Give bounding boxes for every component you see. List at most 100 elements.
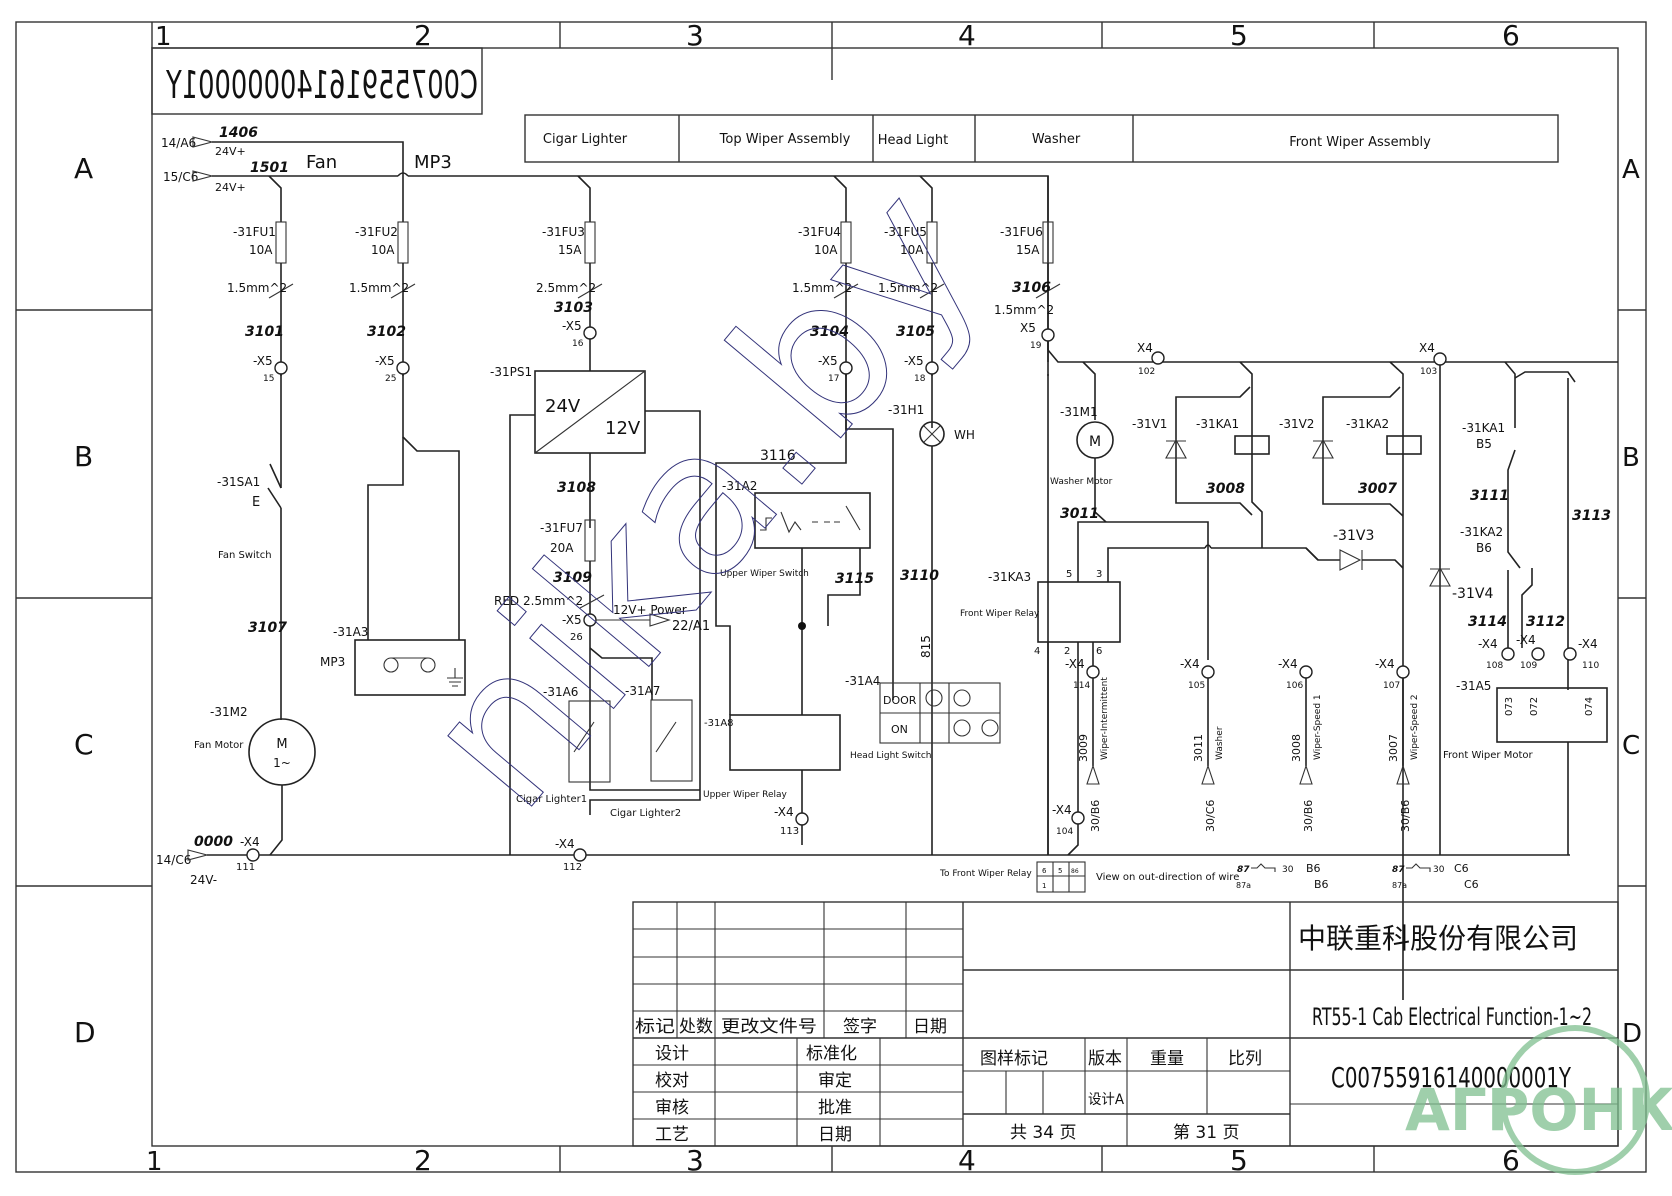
fu7-rating: 20A: [550, 541, 574, 555]
ps-id: -31PS1: [490, 365, 532, 379]
terminal-label: -X5: [375, 354, 395, 368]
role-standardize: 标准化: [806, 1044, 857, 1064]
watermark-text: nika.by: [378, 145, 1023, 851]
ps-input-volt: 24V: [545, 396, 581, 417]
terminal-label: X5: [1020, 321, 1036, 335]
col-label: 3: [686, 1144, 704, 1177]
role-date: 日期: [818, 1125, 852, 1145]
output-ref: 30/B6: [1089, 800, 1102, 832]
input-ref-a6: 14/A6: [161, 136, 196, 150]
wire-3112: 3112: [1526, 614, 1565, 630]
fuse-wire-number: 3104: [810, 324, 849, 340]
wire-3008: 3008: [1206, 481, 1245, 497]
x4-112-term: -X4: [555, 837, 575, 851]
fan-motor-phase: 1~: [273, 756, 291, 770]
fan-motor-symbol: [248, 718, 316, 786]
lamp-id: -31H1: [888, 403, 924, 417]
meta-weight: 重量: [1150, 1049, 1184, 1069]
col-label: 3: [686, 19, 704, 52]
fwm-label: Front Wiper Motor: [1443, 750, 1533, 761]
x4-103-term: X4: [1419, 341, 1435, 355]
x4-113-pin: 113: [780, 826, 799, 837]
watermark-logo-text: АГРОНК: [1405, 1076, 1672, 1144]
x4-108-term: -X4: [1478, 637, 1498, 651]
ka1-coil: [1234, 435, 1270, 455]
washer-motor-id: -31M1: [1060, 405, 1098, 419]
relay1-30: 30: [1282, 865, 1294, 875]
grid-rows: A B C D A B C D: [16, 152, 1646, 1049]
output-function: Wiper-Speed 2: [1410, 694, 1420, 760]
col-label: 6: [1502, 19, 1520, 52]
output-term: -X4: [1065, 657, 1085, 671]
role-approve-final: 审定: [818, 1071, 852, 1091]
v2-id: -31V2: [1279, 417, 1314, 431]
fan-motor-label: Fan Motor: [194, 740, 244, 751]
wire-1501: 1501: [250, 160, 289, 176]
total-pages: 共 34 页: [1010, 1123, 1076, 1143]
terminal-icon: [274, 361, 288, 375]
wire-3011: 3011: [1060, 506, 1099, 522]
output-function: Wiper-Speed 1: [1313, 694, 1323, 760]
wiper-switch-symbol-icon: [760, 505, 861, 534]
fan-switch-id: -31SA1: [217, 475, 260, 489]
x4-111-term: -X4: [240, 835, 260, 849]
meta-drawing-mark: 图样标记: [980, 1049, 1048, 1069]
wire-1406: 1406: [219, 125, 258, 141]
fuse-rating: 15A: [558, 243, 582, 257]
fuse-id: -31FU1: [233, 225, 276, 239]
x4-102-term: X4: [1137, 341, 1153, 355]
fuse-wire-number: 3101: [245, 324, 284, 340]
fuse-id: -31FU5: [884, 225, 927, 239]
upper-wiper-switch-box: [754, 492, 871, 549]
fwr-pin-6: 6: [1096, 646, 1102, 657]
x4-104-pin: 104: [1056, 827, 1073, 837]
rev-header-count: 处数: [679, 1017, 713, 1037]
terminal-label: -X5: [904, 354, 924, 368]
output-ref: 30/B6: [1399, 800, 1412, 832]
x4-110-pin: 110: [1582, 661, 1599, 671]
output-pin: 105: [1188, 681, 1205, 691]
wire-3107: 3107: [248, 620, 287, 636]
input-ref-c6: 15/C6: [163, 170, 198, 184]
fu7-id: -31FU7: [540, 521, 583, 535]
fuse-rating: 10A: [249, 243, 273, 257]
ground-bus: 14/C6 0000 24V- -X4 111 -X4 112: [156, 834, 1570, 887]
header-head-light: Head Light: [878, 133, 949, 148]
connector-pin: 1: [1042, 882, 1046, 890]
ka2-contact-id: -31KA2: [1460, 525, 1503, 539]
row-label: A: [1622, 155, 1640, 185]
fuse-id: -31FU2: [355, 225, 398, 239]
hls-on: ON: [891, 723, 908, 736]
wire-3113: 3113: [1572, 508, 1611, 524]
wire-815: 815: [919, 635, 933, 658]
output-wire: 3011: [1192, 734, 1205, 762]
wire-0000: 0000: [194, 834, 233, 850]
output-term: -X4: [1180, 657, 1200, 671]
page-number: 第 31 页: [1173, 1123, 1239, 1143]
terminal-label: -X5: [818, 354, 838, 368]
fan-motor-m: M: [276, 737, 287, 752]
relay1-87: 87: [1237, 865, 1250, 875]
role-review: 审核: [655, 1098, 689, 1118]
fuse-wire-size: 1.5mm^2: [349, 281, 409, 295]
a8-id: -31A8: [704, 718, 734, 729]
col-label: 1: [155, 22, 172, 52]
wire-3114: 3114: [1468, 614, 1507, 630]
view-note: View on out-direction of wire: [1096, 872, 1239, 883]
relay-contact-icon: [1406, 863, 1431, 872]
x4-109-pin: 109: [1520, 661, 1537, 671]
front-wiper-motor-box: [1496, 687, 1608, 743]
fuse-id: -31FU4: [798, 225, 841, 239]
row-label: B: [1622, 443, 1640, 473]
cigar-lighter-circuit: 24V 12V -31PS1 3108 -31FU7 20A 3109 RED …: [490, 365, 734, 855]
output-term: -X4: [1375, 657, 1395, 671]
mp3-circuit: -31A3 MP3: [320, 374, 466, 696]
fuse-symbol: [397, 221, 409, 264]
